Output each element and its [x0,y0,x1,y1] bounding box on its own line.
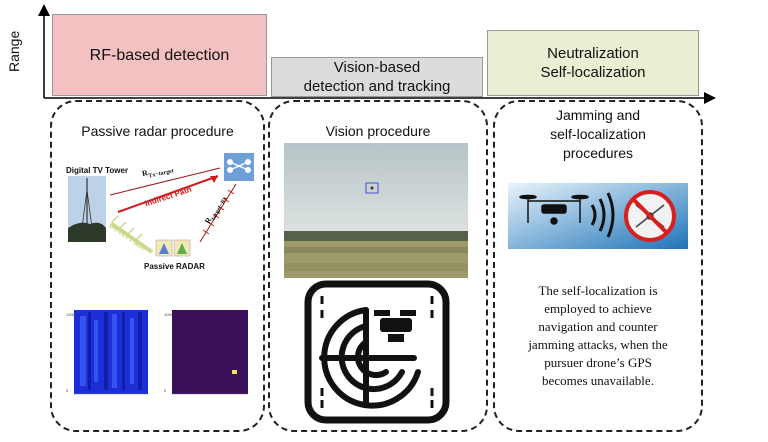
self-loc-line-2: employed to achieve [544,301,652,316]
self-loc-line-4: jamming attacks, when the [528,337,668,352]
rf-bar-label: RF-based detection [89,46,230,64]
vision-panel-title: Vision procedure [325,123,431,139]
jamming-panel [493,100,703,432]
neutral-bar-label-2: Self-localization [540,64,646,81]
self-loc-line-6: becomes unavailable. [542,373,654,388]
neutralization-bar: Neutralization Self-localization [487,30,699,96]
self-loc-line-3: navigation and counter [538,319,658,334]
self-loc-line-5: pursuer drone’s GPS [544,355,652,370]
y-axis-label: Range [6,30,22,72]
jamming-panel-title: Jamming and self-localization procedures [495,106,701,163]
vision-panel [268,100,488,432]
vision-bar-label-2: detection and tracking [303,78,451,95]
radar-heatmaps: 1000 0 1000 0 [66,310,248,395]
radar-panel-title: Passive radar procedure [81,123,234,139]
tower-label: Digital TV Tower [66,166,129,175]
jamming-illustration [508,183,688,249]
svg-text:1000: 1000 [164,312,174,317]
vision-photo [284,143,468,278]
vision-detection-bar: Vision-based detection and tracking [271,57,483,97]
vision-bar-label-1: Vision-based [333,59,421,76]
self-loc-line-1: The self-localization is [538,283,658,298]
jam-title-line-3: procedures [562,145,634,161]
passive-radar-diagram [68,153,254,257]
passive-radar-panel [50,100,265,432]
radar-tracking-icon [304,280,450,424]
jam-title-line-2: self-localization [550,126,646,142]
neutral-bar-label-1: Neutralization [547,45,639,62]
passive-radar-label: Passive RADAR [144,262,205,271]
svg-text:0: 0 [164,388,167,393]
jam-title-line-1: Jamming and [555,107,641,123]
self-localization-text: The self-localization is employed to ach… [503,282,693,390]
svg-text:1000: 1000 [66,312,76,317]
rf-detection-bar: RF-based detection [52,14,267,96]
svg-text:0: 0 [66,388,69,393]
